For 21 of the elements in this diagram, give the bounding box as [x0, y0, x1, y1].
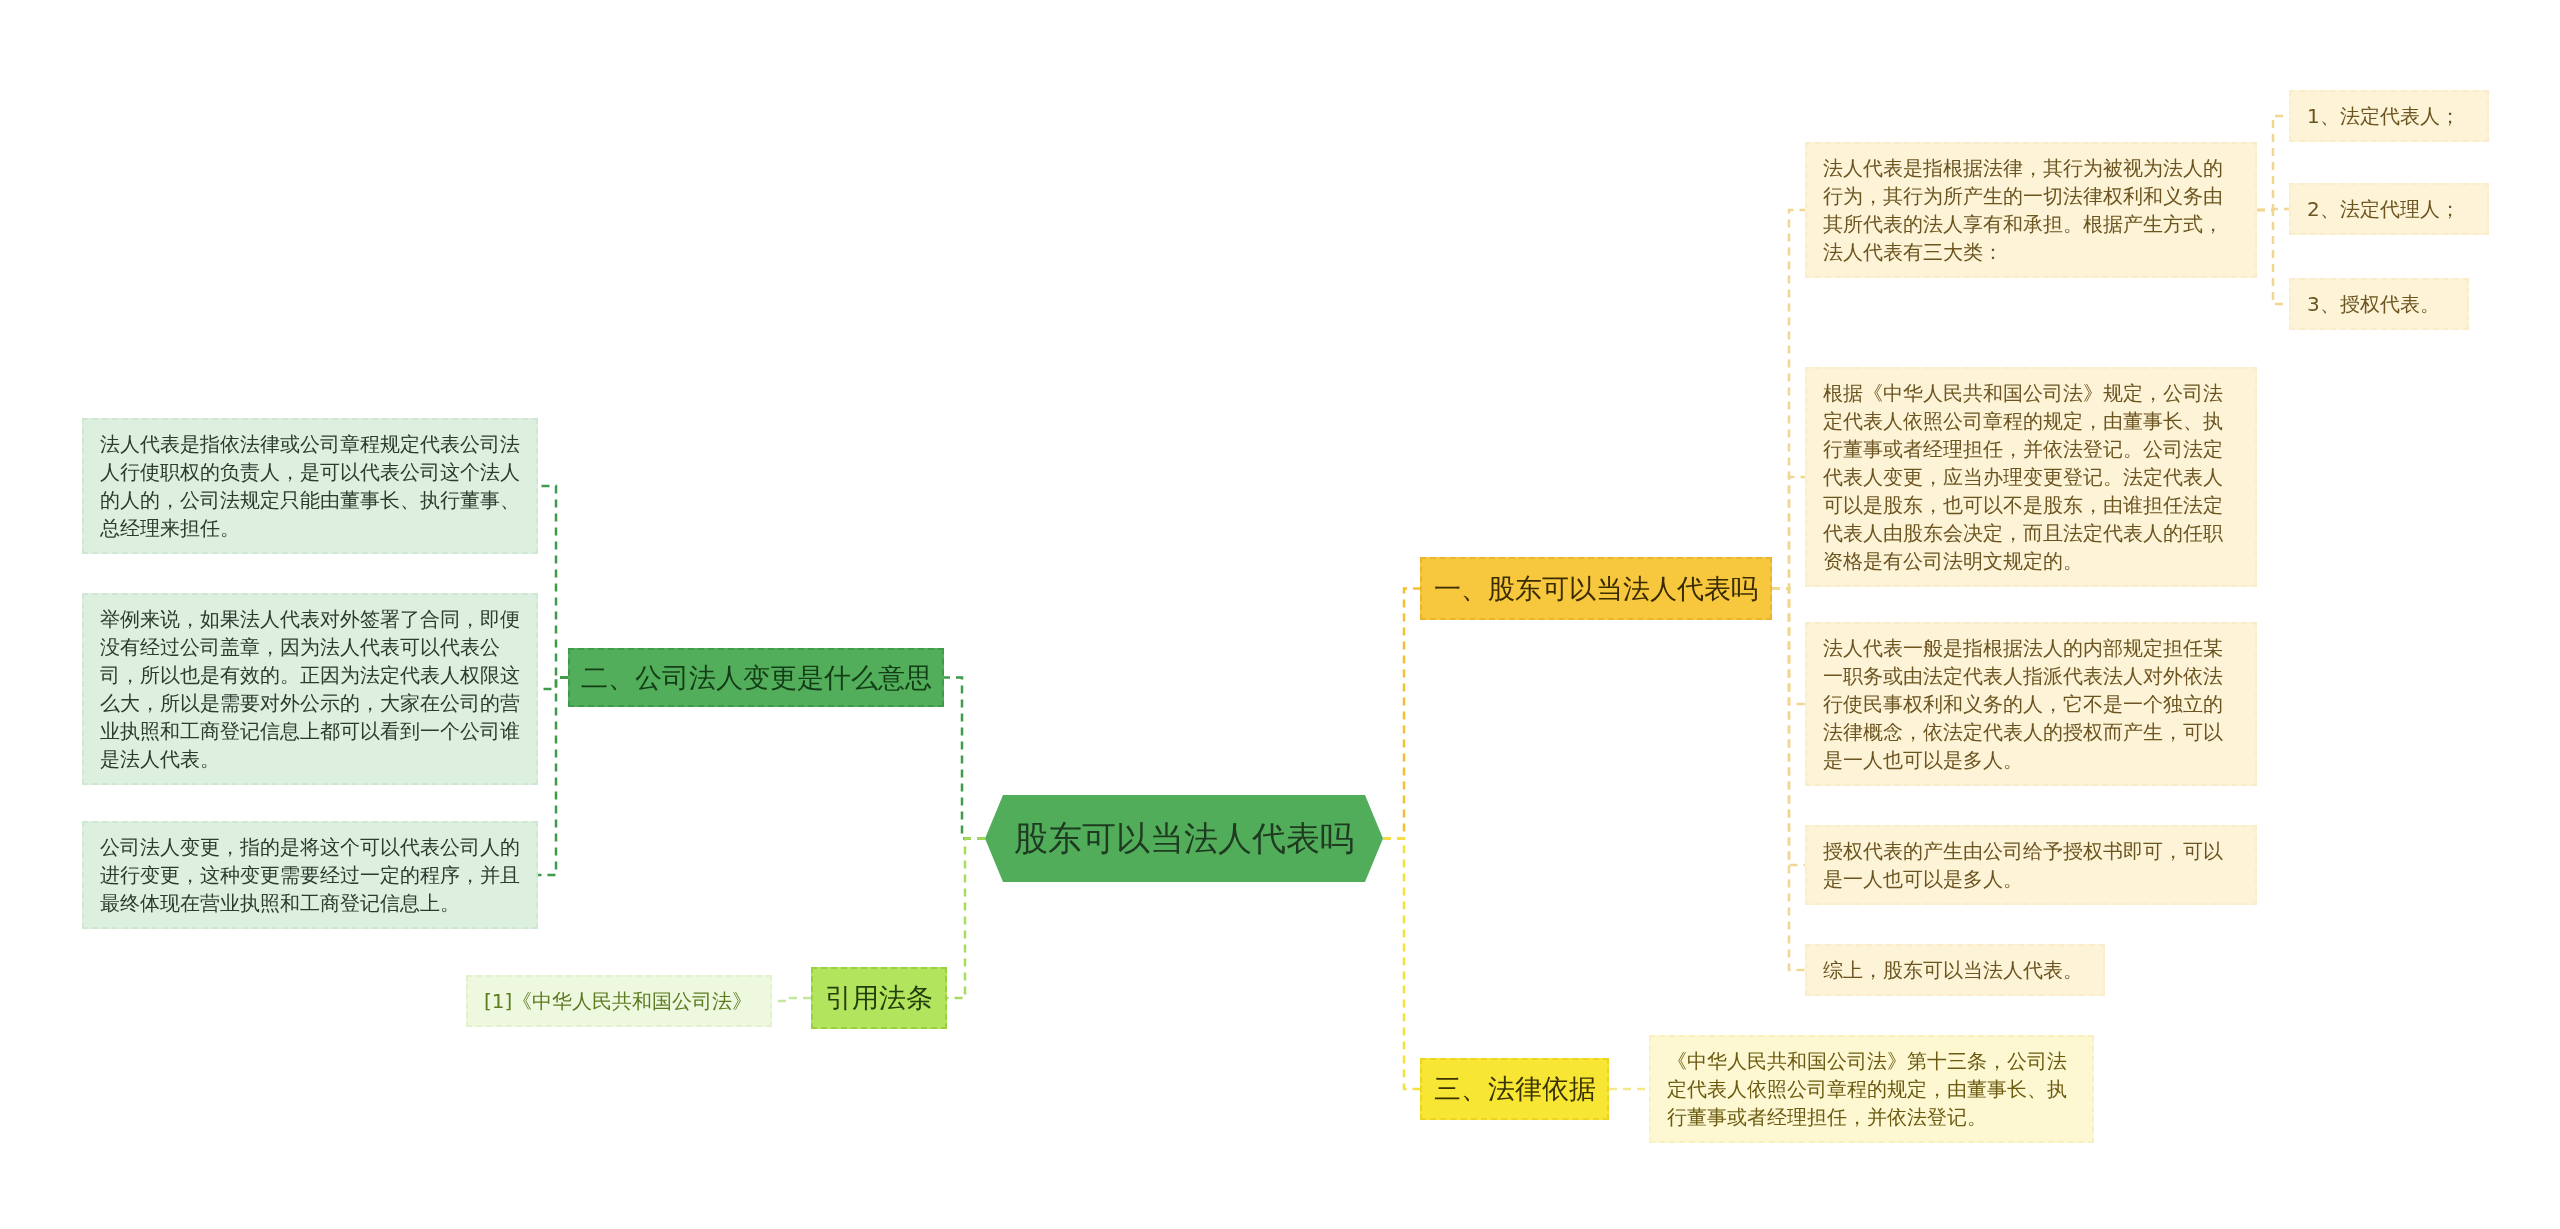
- note-card: 综上，股东可以当法人代表。: [1805, 944, 2105, 996]
- note-card: 公司法人变更，指的是将这个可以代表公司人的进行变更，这种变更需要经过一定的程序，并且最终体现在营业执照和工商登记信息上。: [82, 821, 538, 929]
- note-card: 根据《中华人民共和国公司法》规定，公司法定代表人依照公司章程的规定，由董事长、执行董事或者经理担任，并依法登记。公司法定代表人变更，应当办理变更登记。法定代表人可以是股东，也可以不是股东，由谁担任法定代表人由股东会决定，而且法定代表人的任职资格是有公司法明文规定的。: [1805, 367, 2257, 587]
- note-card: 《中华人民共和国公司法》第十三条，公司法定代表人依照公司章程的规定，由董事长、执行董事或者经理担任，并依法登记。: [1649, 1035, 2094, 1143]
- note-card: 法人代表是指根据法律，其行为被视为法人的行为，其行为所产生的一切法律权利和义务由其所代表的法人享有和承担。根据产生方式，法人代表有三大类：: [1805, 142, 2257, 278]
- note-card: 2、法定代理人；: [2289, 183, 2489, 235]
- note-card: 授权代表的产生由公司给予授权书即可，可以是一人也可以是多人。: [1805, 825, 2257, 905]
- note-card: [1]《中华人民共和国公司法》: [466, 975, 772, 1027]
- branch-topic: 一、股东可以当法人代表吗: [1420, 557, 1772, 620]
- note-card: 法人代表是指依法律或公司章程规定代表公司法人行使职权的负责人，是可以代表公司这个法人的人的，公司法规定只能由董事长、执行董事、总经理来担任。: [82, 418, 538, 554]
- branch-topic: 三、法律依据: [1420, 1058, 1609, 1120]
- note-card: 法人代表一般是指根据法人的内部规定担任某一职务或由法定代表人指派代表法人对外依法行使民事权利和义务的人，它不是一个独立的法律概念，依法定代表人的授权而产生，可以是一人也可以是多人。: [1805, 622, 2257, 786]
- branch-topic: 引用法条: [811, 967, 947, 1029]
- connector-line: [1772, 587, 1805, 972]
- connector-line: [1383, 837, 1420, 1091]
- central-topic: 股东可以当法人代表吗: [985, 795, 1383, 882]
- note-card: 3、授权代表。: [2289, 278, 2469, 330]
- branch-topic: 二、公司法人变更是什么意思: [568, 648, 944, 707]
- note-card: 1、法定代表人；: [2289, 90, 2489, 142]
- connector-line: [538, 676, 568, 877]
- note-card: 举例来说，如果法人代表对外签署了合同，即便没有经过公司盖章，因为法人代表可以代表公司，所以也是有效的。正因为法定代表人权限这么大，所以是需要对外公示的，大家在公司的营业执照和工商登记信息上都可以看到一个公司谁是法人代表。: [82, 593, 538, 785]
